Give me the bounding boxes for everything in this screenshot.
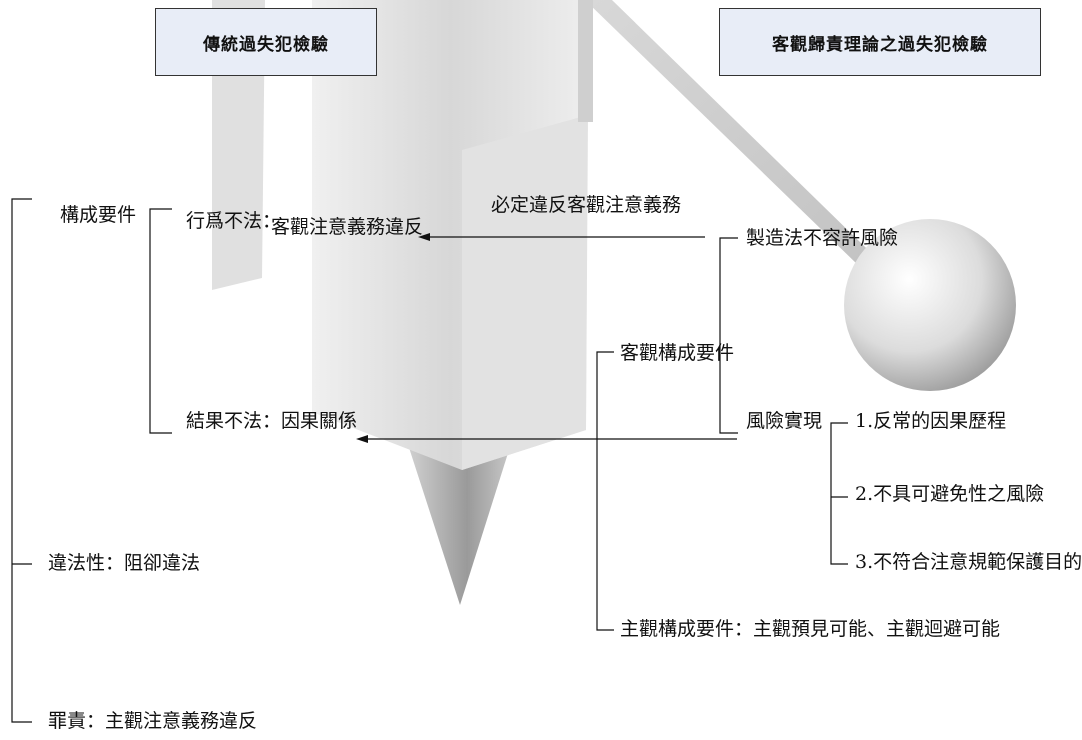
- risk-realization-label: 風險實現: [746, 410, 823, 432]
- bg-pillar-shade: [462, 115, 588, 470]
- illegality-label: 違法性：阻卻違法: [48, 552, 201, 574]
- bg-sphere: [844, 219, 1016, 391]
- objective-imputation-header: 客觀歸責理論之過失犯檢驗: [719, 8, 1041, 76]
- constituent-elements-label: 構成要件: [60, 204, 137, 226]
- act-wrong-label: 行爲不法：: [186, 210, 282, 232]
- subjective-elements-label: 主觀構成要件：主觀預見可能、主觀迴避可能: [620, 618, 1001, 640]
- outer-bracket: [11, 198, 32, 723]
- culpability-label: 罪責：主觀注意義務違反: [48, 710, 258, 732]
- realization-bracket: [830, 422, 848, 565]
- create-risk-label: 製造法不容許風險: [746, 227, 899, 249]
- risk-bracket: [719, 237, 738, 434]
- realization-item-2: 2.不具可避免性之風險: [855, 483, 1045, 505]
- arrowhead-act-wrong: [418, 233, 430, 241]
- traditional-test-header: 傳統過失犯檢驗: [155, 8, 377, 76]
- objective-elements-label: 客觀構成要件: [620, 342, 735, 364]
- arrow-note-label: 必定違反客觀注意義務: [491, 194, 682, 216]
- elements-bracket: [596, 351, 614, 631]
- result-wrong-label: 結果不法：因果關係: [186, 410, 358, 432]
- constituent-bracket: [149, 208, 172, 434]
- arrowhead-result-wrong: [356, 435, 368, 443]
- act-wrong-value: 客觀注意義務違反: [271, 216, 424, 238]
- bg-thin-bar: [578, 0, 593, 122]
- realization-item-1: 1.反常的因果歷程: [855, 410, 1007, 432]
- bg-beam: [585, 0, 945, 332]
- realization-item-3: 3.不符合注意規範保護目的: [855, 551, 1082, 573]
